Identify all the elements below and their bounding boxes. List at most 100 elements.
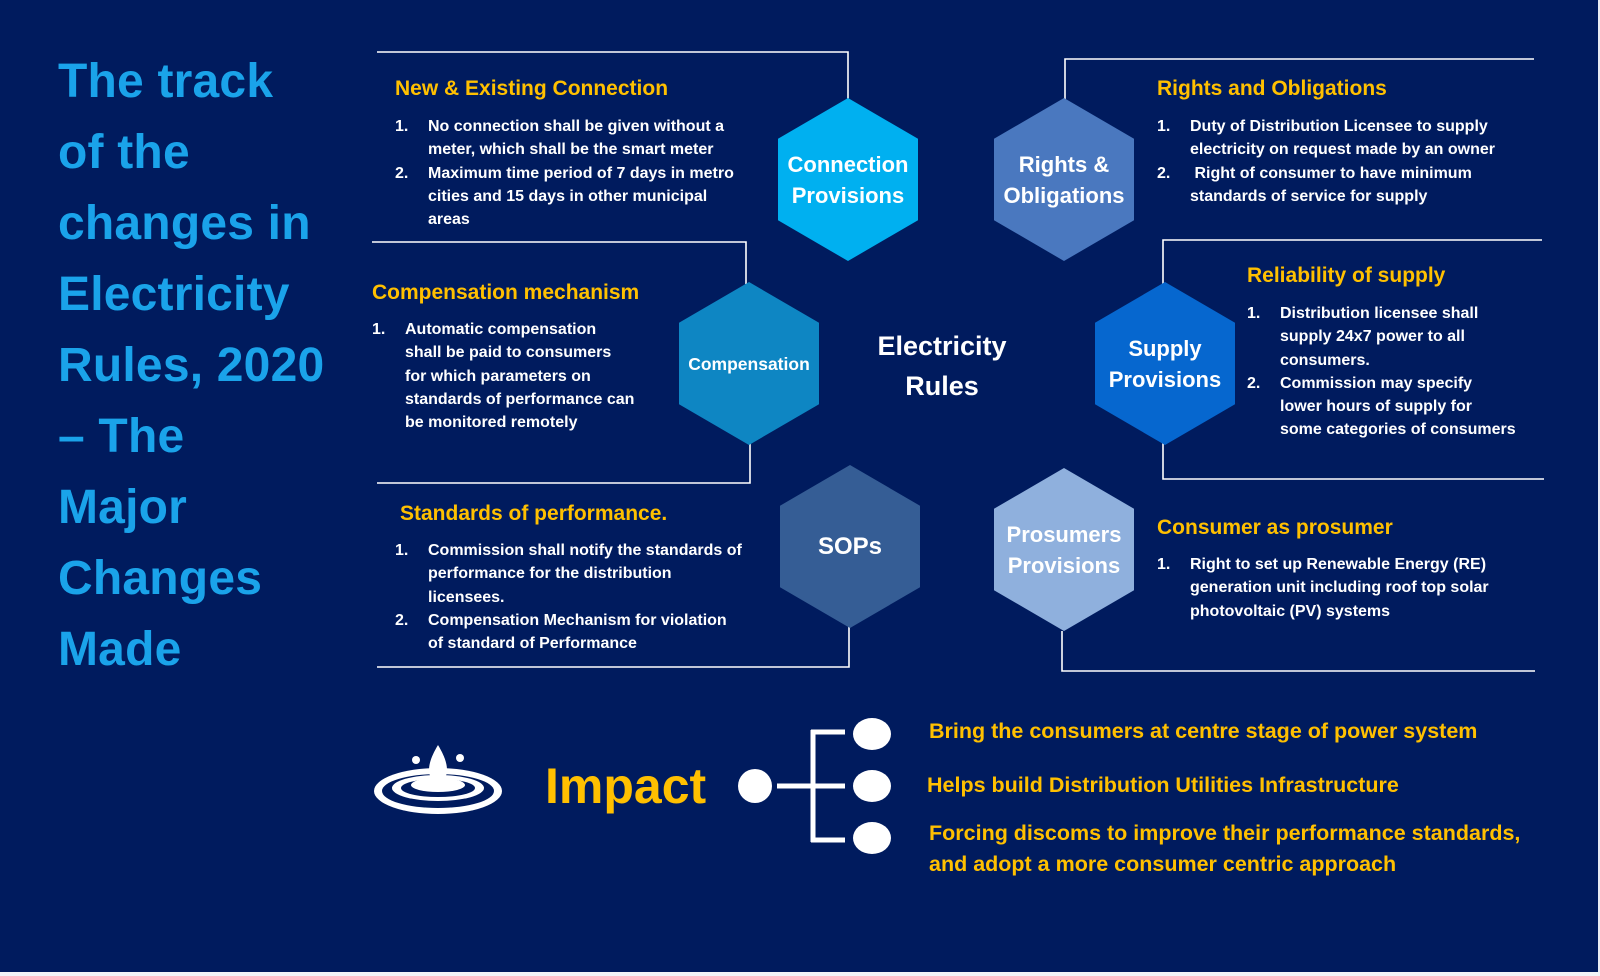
list-item-text: areas bbox=[428, 211, 470, 229]
title-line: Major bbox=[58, 481, 188, 534]
center-label: Electricity Rules bbox=[862, 326, 1022, 406]
title-line: Electricity bbox=[58, 268, 290, 321]
list-item-text: performance for the distribution bbox=[428, 565, 672, 583]
list-item-text: Commission shall notify the standards of bbox=[428, 542, 742, 559]
impact-item-3: Forcing discoms to improve their perform… bbox=[929, 818, 1520, 880]
section-title-supply: Reliability of supply bbox=[1247, 264, 1446, 287]
list-item: 1. Distribution licensee shall supply 24x7… bbox=[1247, 302, 1587, 372]
list-item-number: 2. bbox=[395, 164, 409, 182]
rights-frame bbox=[1064, 58, 1534, 102]
prosumer-frame bbox=[1061, 631, 1535, 672]
list-item-text: be monitored remotely bbox=[405, 414, 578, 432]
list-item: 1. No connection shall be given without a… bbox=[395, 115, 790, 162]
title-line: changes in bbox=[58, 197, 311, 250]
list-item-number: 1. bbox=[395, 542, 409, 559]
list-item-text: Commission may specify bbox=[1280, 374, 1473, 392]
section-title-sops: Standards of performance. bbox=[400, 502, 668, 525]
list-item-text: photovoltaic (PV) systems bbox=[1190, 602, 1391, 620]
section-list-sops: 1. Commission shall notify the standards … bbox=[395, 539, 795, 655]
title-line: – The bbox=[58, 410, 185, 463]
section-list-prosumer: 1.Right to set up Renewable Energy (RE)g… bbox=[1157, 553, 1577, 623]
list-item-number: 1. bbox=[1157, 556, 1171, 573]
section-list-connection: 1. No connection shall be given without a… bbox=[395, 115, 790, 231]
list-item: 1. Commission shall notify the standards … bbox=[395, 539, 795, 609]
hex-label: Provisions bbox=[1108, 366, 1222, 392]
list-item-text: No connection shall be given without a bbox=[428, 118, 725, 135]
list-item-text: electricity on request made by an owner bbox=[1190, 141, 1495, 159]
list-item-text: Automatic compensation bbox=[405, 321, 597, 338]
title-line: The track bbox=[58, 55, 274, 108]
connection-frame bbox=[377, 51, 849, 102]
list-item-text: Duty of Distribution Licensee to supply bbox=[1190, 118, 1488, 135]
list-item-text: supply 24x7 power to all bbox=[1280, 328, 1465, 346]
impact-label: Impact bbox=[545, 758, 707, 814]
impact-item-2: Helps build Distribution Utilities Infra… bbox=[927, 770, 1399, 801]
hex-label: Supply bbox=[1128, 335, 1202, 361]
water-drop-ripple-icon bbox=[374, 745, 502, 814]
background-bottom-strip bbox=[0, 972, 1600, 976]
list-item-text: meter, which shall be the smart meter bbox=[428, 141, 714, 159]
supply-frame-bottom bbox=[1162, 440, 1544, 480]
impact-item-1: Bring the consumers at centre stage of p… bbox=[929, 716, 1477, 747]
list-item-number: 2. bbox=[395, 611, 409, 629]
list-item-text: lower hours of supply for bbox=[1280, 398, 1473, 416]
list-item-text: licensees. bbox=[428, 588, 505, 606]
section-title-rights: Rights and Obligations bbox=[1157, 77, 1387, 100]
compensation-frame-bottom bbox=[377, 440, 751, 484]
list-item: 1. Automatic compensation shall be paid to… bbox=[372, 318, 672, 434]
title-line: Made bbox=[58, 623, 182, 676]
impact-item-text: Bring the consumers at centre stage of p… bbox=[929, 719, 1478, 743]
list-item-number: 1. bbox=[1247, 305, 1261, 322]
hex-label: Provisions bbox=[1007, 552, 1121, 578]
section-list-rights: 1. Duty of Distribution Licensee to suppl… bbox=[1157, 115, 1577, 208]
hex-label: SOPs bbox=[817, 533, 883, 560]
list-item: 2. Commission may specify lower hours of s… bbox=[1247, 372, 1587, 442]
list-item-text: standards of performance can bbox=[405, 390, 635, 408]
list-item-text: shall be paid to consumers bbox=[405, 344, 612, 362]
list-item-text: cities and 15 days in other municipal bbox=[428, 187, 708, 205]
hex-label: Compensation bbox=[688, 353, 810, 374]
list-item-text: Maximum time period of 7 days in metro bbox=[428, 164, 734, 182]
list-item-text: standards of service for supply bbox=[1190, 187, 1428, 205]
list-item-text: for which parameters on bbox=[405, 367, 591, 385]
compensation-frame-top bbox=[372, 241, 747, 284]
impact-item-text: and adopt a more consumer centric approa… bbox=[929, 852, 1397, 876]
title-line: Changes bbox=[58, 552, 263, 605]
list-item-number: 1. bbox=[1157, 118, 1171, 135]
hex-label: Connection bbox=[787, 151, 909, 177]
list-item: 2. Maximum time period of 7 days in metro… bbox=[395, 162, 790, 232]
center-label-line: Rules bbox=[905, 371, 979, 401]
list-item-number: 2. bbox=[1247, 374, 1261, 392]
title-line: Rules, 2020 bbox=[58, 339, 325, 392]
impact-item-text: Forcing discoms to improve their perform… bbox=[929, 821, 1521, 845]
section-title-connection: New & Existing Connection bbox=[395, 77, 669, 100]
impact-item-text: Helps build Distribution Utilities Infra… bbox=[927, 773, 1399, 797]
list-item-text: generation unit including roof top solar bbox=[1190, 579, 1489, 597]
section-list-compensation: 1. Automatic compensation shall be paid to… bbox=[372, 318, 672, 434]
list-item: 1.Right to set up Renewable Energy (RE)g… bbox=[1157, 553, 1577, 623]
list-item-text: some categories of consumers bbox=[1280, 421, 1516, 439]
list-item-number: 1. bbox=[395, 118, 409, 135]
sops-frame bbox=[377, 624, 850, 668]
hex-label: Rights & bbox=[1018, 151, 1110, 177]
list-item-text: Distribution licensee shall bbox=[1280, 305, 1479, 322]
list-item-text: of standard of Performance bbox=[428, 635, 637, 653]
center-label-line: Electricity bbox=[877, 331, 1007, 361]
section-list-supply: 1. Distribution licensee shall supply 24x7… bbox=[1247, 302, 1587, 442]
hex-label: Provisions bbox=[791, 182, 905, 208]
branch-tree-icon bbox=[738, 718, 891, 854]
hex-label: Obligations bbox=[1003, 182, 1125, 208]
list-item-number: 1. bbox=[372, 321, 386, 338]
section-title-prosumer: Consumer as prosumer bbox=[1157, 516, 1393, 539]
list-item-text: Compensation Mechanism for violation bbox=[428, 611, 727, 629]
title-line: of the bbox=[58, 126, 190, 179]
list-item: 2. Compensation Mechanism for violation of… bbox=[395, 609, 795, 656]
list-item-text: Right of consumer to have minimum bbox=[1190, 164, 1472, 182]
list-item: 1. Duty of Distribution Licensee to suppl… bbox=[1157, 115, 1577, 162]
list-item-text: consumers. bbox=[1280, 351, 1370, 369]
